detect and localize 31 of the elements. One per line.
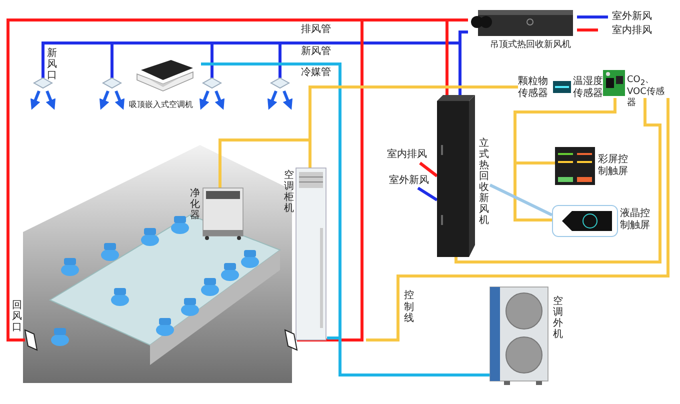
equipment-label: 立式热回收新风机 <box>479 138 489 226</box>
pipe-line <box>417 186 438 202</box>
equipment-label: 空调柜机 <box>284 170 294 214</box>
pipe-line <box>446 18 468 95</box>
equipment-label: CO$_{2}$、VOC传感器 <box>627 75 666 108</box>
pipe-line <box>327 336 490 376</box>
equipment-label: 颗粒物传感器 <box>518 76 549 99</box>
control-wire <box>454 98 662 264</box>
pipe-line <box>419 162 438 178</box>
part-label: 新风口 <box>47 48 57 81</box>
edge-label: 排风管 <box>300 24 332 36</box>
control-wire <box>308 86 518 168</box>
control-wire <box>366 98 670 342</box>
pipe-line <box>489 184 553 216</box>
equipment-label: 吊顶式热回收新风机 <box>490 40 572 50</box>
edge-label: 冷媒管 <box>300 67 332 78</box>
edge-label: 控制线 <box>403 290 415 324</box>
equipment-label: 液晶控制触屏 <box>620 208 651 231</box>
equipment-label: 温湿度传感器 <box>573 76 604 99</box>
part-label: 回风口 <box>12 300 22 333</box>
edge-label: 新风管 <box>300 46 332 58</box>
equipment-label: 净化器 <box>190 188 200 221</box>
edge-label: 室外新风 <box>611 11 653 22</box>
pipe-line <box>577 16 608 18</box>
edge-label: 室内排风 <box>611 25 653 36</box>
equipment-label: 空调外机 <box>553 296 563 340</box>
edge-label: 室外新风 <box>388 175 430 186</box>
equipment-label: 吸顶嵌入式空调机 <box>129 100 194 110</box>
edge-label: 室内排风 <box>386 149 428 160</box>
pipe-line <box>577 28 598 32</box>
equipment-label: 彩屏控制触屏 <box>598 154 629 177</box>
